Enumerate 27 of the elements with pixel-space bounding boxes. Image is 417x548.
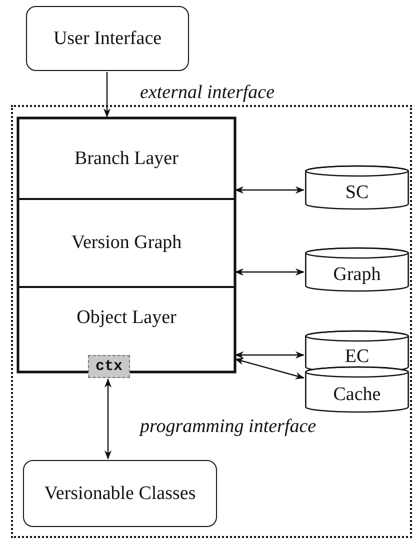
process-box xyxy=(23,460,217,527)
storage-cylinder xyxy=(305,248,409,291)
node-label: Object Layer xyxy=(76,306,176,328)
dotted-boundary xyxy=(11,105,412,538)
storage-cylinder xyxy=(305,367,409,412)
node-label: SC xyxy=(345,182,369,204)
arrow xyxy=(234,268,304,276)
process-box xyxy=(26,6,189,71)
storage-cylinder xyxy=(305,331,409,372)
arrow xyxy=(234,358,304,380)
storage-cylinder xyxy=(305,166,409,209)
node-label: Graph xyxy=(333,264,381,286)
code-label: ctx xyxy=(95,358,122,375)
arrow xyxy=(103,72,111,118)
edge-label: programming interface xyxy=(140,416,316,438)
arrow xyxy=(234,186,304,194)
node-label: Cache xyxy=(333,384,381,406)
arrow xyxy=(234,351,304,359)
arrow xyxy=(104,378,112,460)
context-tag xyxy=(88,355,130,378)
node-label: Branch Layer xyxy=(74,148,178,170)
node-label: Versionable Classes xyxy=(44,482,196,504)
node-label: User Interface xyxy=(53,28,162,50)
layer-box xyxy=(18,199,235,287)
node-label: EC xyxy=(344,346,370,368)
node-label: Version Graph xyxy=(71,232,182,254)
edge-label: external interface xyxy=(140,82,275,104)
